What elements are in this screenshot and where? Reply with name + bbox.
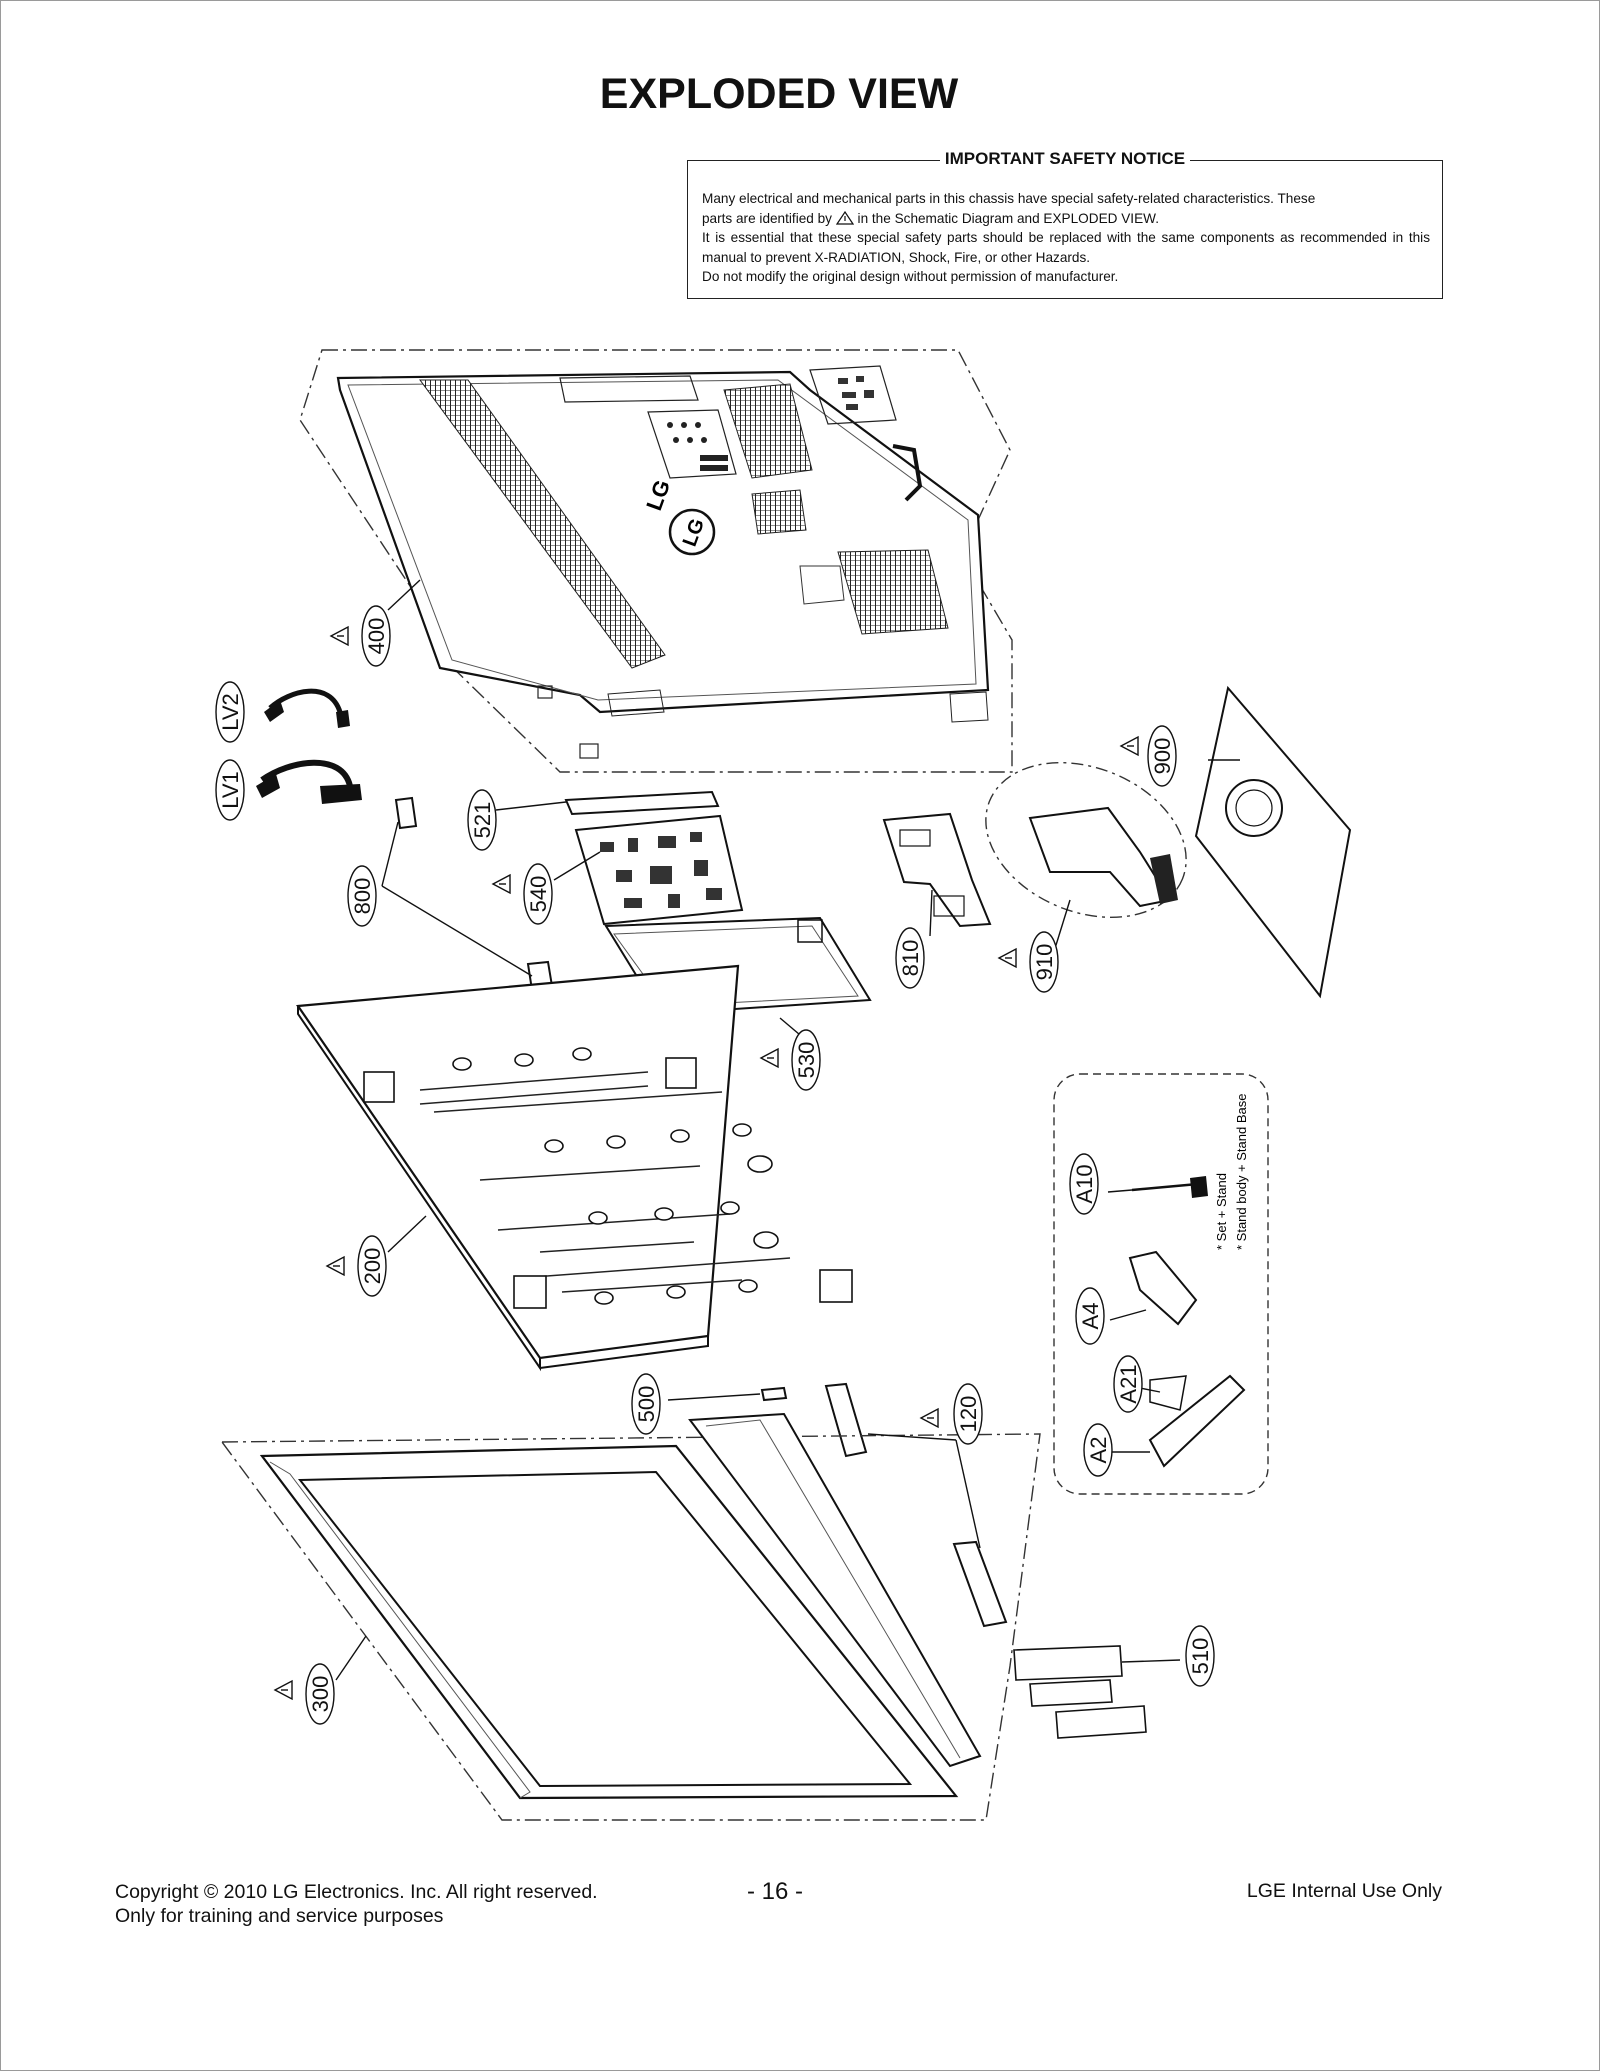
stand-body-910 — [1028, 806, 1172, 908]
copyright-text: Copyright © 2010 LG Electronics. Inc. Al… — [115, 1881, 598, 1903]
callout-510: 510 — [1185, 1625, 1215, 1687]
rear-vent-mid — [751, 489, 807, 535]
safety-notice-box: IMPORTANT SAFETY NOTICE Many electrical … — [687, 149, 1443, 299]
stand-note: * Set + Stand * Stand body + Stand Base — [1214, 1094, 1249, 1250]
notice-line-3: It is essential that these special safet… — [702, 230, 1430, 265]
callout-910: 910 — [1029, 931, 1059, 993]
screw-a10 — [1131, 1182, 1199, 1192]
frame-rail — [688, 1412, 982, 1768]
callout-300: 300 — [305, 1663, 335, 1725]
rear-cover — [336, 370, 990, 714]
callout-810: 810 — [895, 927, 925, 989]
rear-vent-right — [837, 549, 949, 635]
svg-text:200: 200 — [360, 1248, 385, 1285]
callout-200: 200 — [357, 1235, 387, 1297]
callout-540: 540 — [523, 863, 553, 925]
speaker-120-lower — [952, 1540, 1008, 1628]
svg-text:510: 510 — [1188, 1638, 1213, 1675]
group-boundary-front — [220, 1433, 1041, 1821]
notice-line-2: parts are identified by in the Schematic… — [702, 210, 1159, 226]
rear-label-plate — [809, 365, 897, 425]
stand-a2 — [1148, 1374, 1246, 1468]
safety-notice-body: Many electrical and mechanical parts in … — [702, 189, 1430, 287]
board-510 — [1013, 1645, 1147, 1739]
svg-text:900: 900 — [1150, 738, 1175, 775]
callout-521: 521 — [467, 789, 497, 851]
svg-text:300: 300 — [308, 1676, 333, 1713]
svg-text:* Stand body + Stand Base: * Stand body + Stand Base — [1234, 1094, 1249, 1250]
page-number: - 16 - — [746, 1878, 803, 1905]
notice-line-4: Do not modify the original design withou… — [702, 269, 1119, 284]
warning-triangle-icon — [835, 210, 854, 225]
svg-text:LV1: LV1 — [218, 771, 243, 809]
safety-notice-heading: IMPORTANT SAFETY NOTICE — [688, 149, 1442, 169]
group-boundary-910 — [985, 762, 1187, 918]
callout-800: 800 — [347, 865, 377, 927]
callout-a21: A21 — [1113, 1355, 1143, 1413]
svg-text:A21: A21 — [1116, 1364, 1141, 1403]
rear-handle — [892, 444, 923, 502]
svg-text:A10: A10 — [1072, 1164, 1097, 1203]
rear-vent-left — [419, 379, 666, 669]
svg-text:400: 400 — [364, 618, 389, 655]
speaker-120-upper — [824, 1382, 868, 1458]
svg-text:* Set + Stand: * Set + Stand — [1214, 1173, 1229, 1250]
front-cabinet-inner — [297, 1470, 913, 1788]
rear-cover-group: LG LG — [299, 349, 1013, 773]
callout-500: 500 — [631, 1373, 661, 1435]
bracket-a4 — [1128, 1250, 1198, 1326]
callout-120: 120 — [953, 1383, 983, 1445]
callout-lv1: LV1 — [215, 759, 245, 821]
group-boundary-rear — [299, 349, 1013, 773]
svg-text:LV2: LV2 — [218, 693, 243, 731]
purpose-text: Only for training and service purposes — [115, 1905, 444, 1927]
svg-text:500: 500 — [634, 1386, 659, 1423]
stand-assembly-box — [1053, 1073, 1269, 1495]
callout-a2: A2 — [1083, 1423, 1113, 1477]
callout-530: 530 — [791, 1029, 821, 1091]
svg-text:521: 521 — [470, 802, 495, 839]
rear-input-panel — [647, 409, 737, 479]
svg-text:910: 910 — [1032, 944, 1057, 981]
svg-text:800: 800 — [350, 878, 375, 915]
footer-left: Copyright © 2010 LG Electronics. Inc. Al… — [115, 1880, 598, 1928]
svg-text:810: 810 — [898, 940, 923, 977]
notice-line-1: Many electrical and mechanical parts in … — [702, 191, 1316, 206]
page-title: EXPLODED VIEW — [599, 70, 959, 118]
callout-900: 900 — [1147, 725, 1177, 787]
board-521 — [564, 790, 720, 816]
part-500 — [760, 1386, 788, 1402]
svg-text:A4: A4 — [1078, 1303, 1103, 1330]
exploded-view-diagram: LG LG — [215, 349, 1352, 1821]
svg-text:120: 120 — [956, 1396, 981, 1433]
rear-vent-top — [723, 383, 813, 479]
stand-base-900 — [1194, 685, 1352, 999]
svg-text:530: 530 — [794, 1042, 819, 1079]
part-a21 — [1149, 1375, 1187, 1411]
internal-use-text: LGE Internal Use Only — [1246, 1880, 1442, 1902]
svg-text:540: 540 — [526, 876, 551, 913]
callout-lv2: LV2 — [215, 681, 245, 743]
clip-800-upper — [394, 796, 418, 830]
callout-a4: A4 — [1075, 1287, 1105, 1345]
svg-text:A2: A2 — [1086, 1437, 1111, 1464]
callout-a10: A10 — [1069, 1153, 1099, 1215]
lvds-cables — [256, 688, 362, 804]
callout-400: 400 — [361, 605, 391, 667]
